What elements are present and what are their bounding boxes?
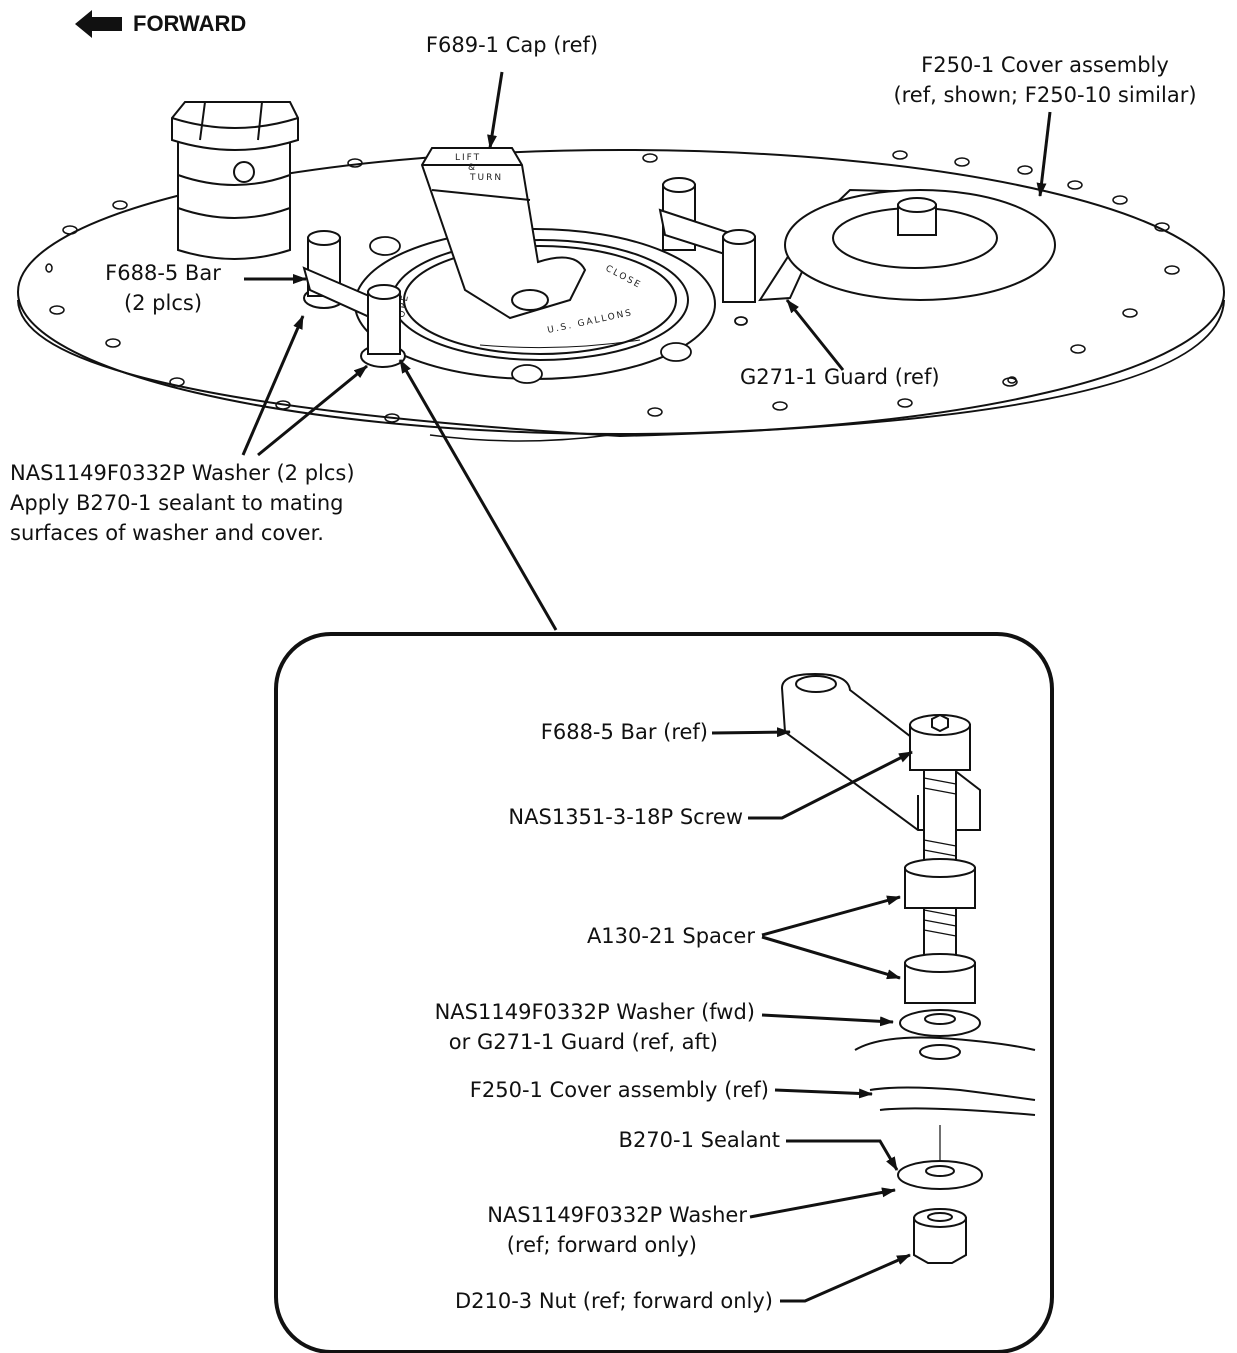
guard-callout: G271-1 Guard (ref) xyxy=(740,365,940,389)
cap-callout: F689-1 Cap (ref) xyxy=(425,33,599,57)
filler-cap xyxy=(420,147,587,320)
detail-washer-ref-line1: NAS1149F0332P Washer xyxy=(487,1203,747,1227)
washer-callout-line1: NAS1149F0332P Washer (2 plcs) xyxy=(10,461,355,485)
cap-etching-turn: TURN xyxy=(469,173,503,183)
detail-spacer-label: A130-21 Spacer xyxy=(586,924,755,948)
washer-callout-line2: Apply B270-1 sealant to mating xyxy=(10,491,344,515)
detail-bar-label: F688-5 Bar (ref) xyxy=(540,720,708,744)
small-cover-assembly xyxy=(784,189,1056,301)
detail-sealant-label: B270-1 Sealant xyxy=(618,1128,780,1152)
cap-etching-lift: LIFT xyxy=(455,153,481,163)
left-bar-assembly xyxy=(302,230,406,368)
cap-etching-and: & xyxy=(468,163,477,173)
detail-washer-fwd-line2: or G271-1 Guard (ref, aft) xyxy=(448,1030,718,1054)
bar-callout-line2: (2 plcs) xyxy=(123,291,203,315)
detail-nut-label: D210-3 Nut (ref; forward only) xyxy=(454,1289,773,1313)
detail-screw-label: NAS1351-3-18P Screw xyxy=(508,805,743,829)
exploded-stack xyxy=(780,672,1036,1264)
cover-screws xyxy=(369,236,748,384)
cover-callout-line2: (ref, shown; F250-10 similar) xyxy=(893,83,1197,107)
forward-label: FORWARD xyxy=(133,11,247,36)
right-bar-assembly xyxy=(658,177,756,303)
leaders-detail xyxy=(711,727,913,1303)
detail-frame xyxy=(274,632,1054,1353)
fitting-neck xyxy=(171,101,299,260)
washer-callout-line3: surfaces of washer and cover. xyxy=(10,521,324,545)
detail-cover-label: F250-1 Cover assembly (ref) xyxy=(469,1078,769,1102)
leaders-top xyxy=(241,71,1052,631)
detail-washer-ref-line2: (ref; forward only) xyxy=(506,1233,697,1257)
cover-callout-line1: F250-1 Cover assembly xyxy=(921,53,1169,77)
detail-washer-fwd-line1: NAS1149F0332P Washer (fwd) xyxy=(434,1000,755,1024)
bar-callout-line1: F688-5 Bar xyxy=(105,261,221,285)
forward-arrow-icon xyxy=(75,10,122,38)
